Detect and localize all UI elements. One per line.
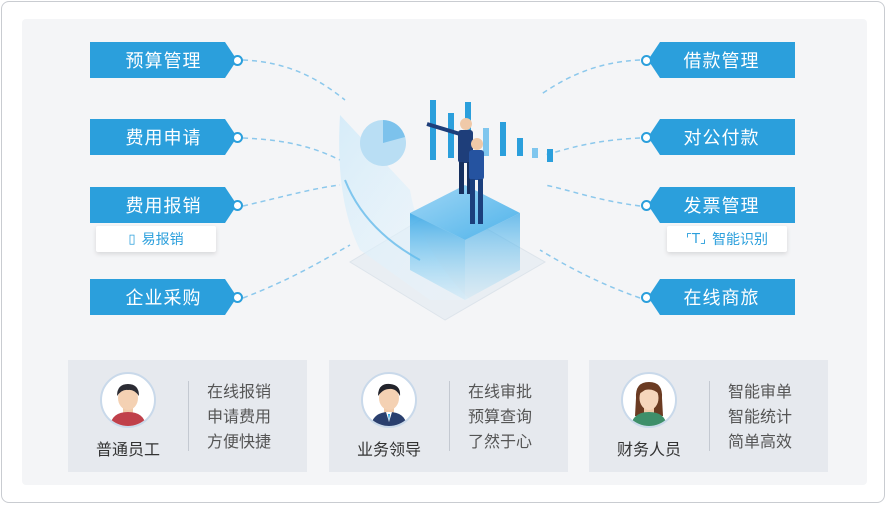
divider <box>449 381 450 451</box>
connector-dot <box>232 132 243 143</box>
role-card-employee: 普通员工 在线报销 申请费用 方便快捷 <box>68 360 307 472</box>
avatar-manager-icon <box>361 372 417 428</box>
reimburse-sub-label: 易报销 <box>141 232 184 248</box>
module-invoice-button[interactable]: 发票管理 <box>648 187 795 223</box>
divider <box>188 381 189 451</box>
connector-dot <box>232 292 243 303</box>
role-card-leader: 业务领导 在线审批 预算查询 了然于心 <box>329 360 568 472</box>
connector-dot <box>232 55 243 66</box>
role-benefit: 了然于心 <box>468 431 533 451</box>
role-name: 财务人员 <box>616 440 681 459</box>
invoice-sub-tag[interactable]: ⌜T⌟ 智能识别 <box>667 226 787 252</box>
connector-lines <box>242 59 641 299</box>
module-travel-button[interactable]: 在线商旅 <box>648 279 795 315</box>
invoice-sub-label: 智能识别 <box>712 232 769 248</box>
phone-icon: ▯ <box>128 231 136 247</box>
ocr-scan-icon: ⌜T⌟ <box>685 231 707 247</box>
module-budget-button[interactable]: 预算管理 <box>90 42 237 78</box>
module-reimburse-button[interactable]: 费用报销 <box>90 187 237 223</box>
connector-dot <box>641 200 652 211</box>
reimburse-sub-tag[interactable]: ▯ 易报销 <box>96 226 216 252</box>
role-benefit: 申请费用 <box>207 406 272 426</box>
module-expense-apply-button[interactable]: 费用申请 <box>90 119 237 155</box>
role-benefit: 方便快捷 <box>207 431 272 451</box>
connector-dot <box>641 132 652 143</box>
role-card-finance: 财务人员 智能审单 智能统计 简单高效 <box>589 360 828 472</box>
role-benefit: 在线审批 <box>468 381 533 401</box>
avatar-male-icon <box>100 372 156 428</box>
connector-dot <box>641 292 652 303</box>
role-benefit: 智能统计 <box>728 406 793 426</box>
role-benefit: 在线报销 <box>207 381 272 401</box>
role-name: 普通员工 <box>95 440 160 459</box>
divider <box>709 381 710 451</box>
role-benefit: 简单高效 <box>728 431 793 451</box>
business-people-icon <box>426 118 484 224</box>
connector-dot <box>641 55 652 66</box>
role-name: 业务领导 <box>356 440 421 459</box>
role-benefit: 智能审单 <box>728 381 793 401</box>
connector-dot <box>232 200 243 211</box>
module-loan-button[interactable]: 借款管理 <box>648 42 795 78</box>
module-procurement-button[interactable]: 企业采购 <box>90 279 237 315</box>
avatar-female-icon <box>621 372 677 428</box>
module-payment-button[interactable]: 对公付款 <box>648 119 795 155</box>
role-benefit: 预算查询 <box>468 406 533 426</box>
